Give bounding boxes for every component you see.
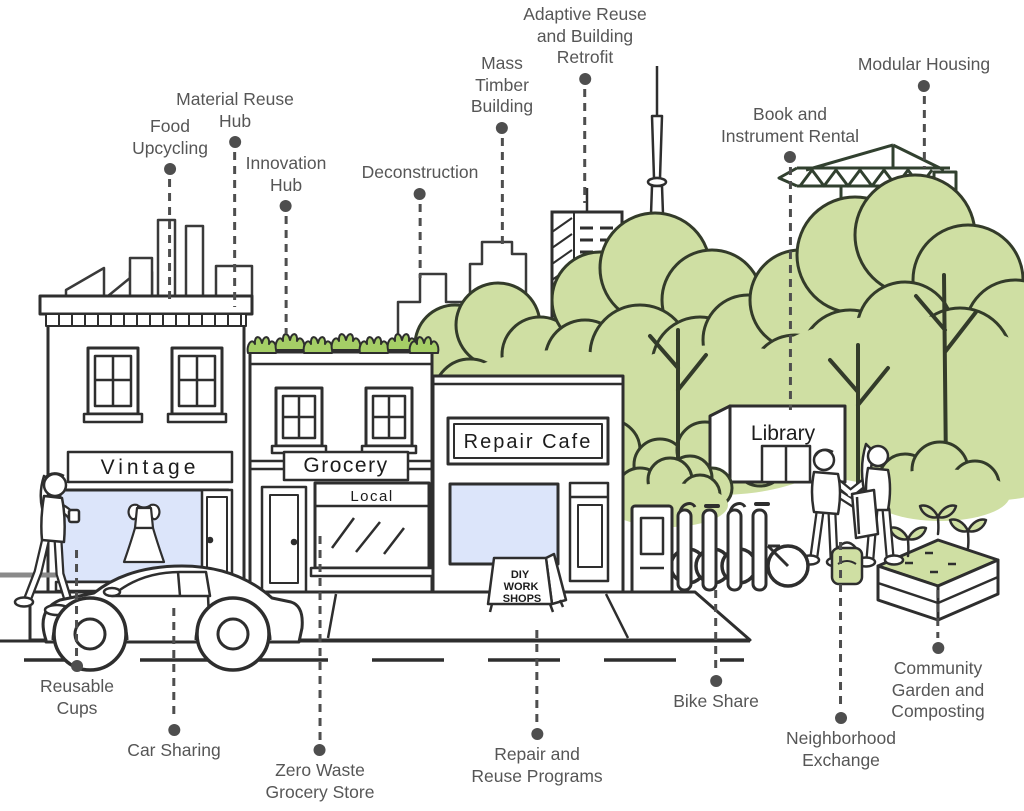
- window: [360, 386, 418, 455]
- label-repair-reuse-programs: Repair and Reuse Programs: [471, 630, 603, 787]
- connector-line: [168, 179, 172, 299]
- connector-dot: [709, 675, 722, 687]
- connector-line: [788, 167, 792, 410]
- handlebar: [678, 502, 697, 513]
- bike-share-kiosk: [630, 504, 674, 596]
- green-roof-plant: [274, 333, 306, 351]
- connector-line: [318, 536, 322, 740]
- label-car-sharing: Car Sharing: [127, 608, 221, 762]
- grocery-sign: Grocery: [303, 454, 388, 477]
- connector-line: [535, 630, 539, 724]
- kiosk-screen: [639, 516, 665, 556]
- repair-cafe-sign: Repair Cafe: [464, 431, 593, 453]
- label-modular-housing: Modular Housing: [858, 54, 990, 168]
- door: [568, 481, 610, 583]
- connector-dot: [917, 79, 930, 92]
- connector-dot: [164, 163, 176, 175]
- community-garden-bed: [876, 538, 1000, 622]
- label-neighborhood-exchange: Neighborhood Exchange: [786, 542, 896, 771]
- reusable-cup: [67, 508, 81, 524]
- green-roof-plant: [302, 336, 334, 354]
- label-book-instrument-rental: Book and Instrument Rental: [721, 104, 859, 410]
- svg-text:SHOPS: SHOPS: [503, 593, 542, 605]
- library-building: [708, 404, 847, 484]
- connector-dot: [579, 72, 591, 85]
- shop-window: [448, 482, 560, 566]
- diy-sign-text: DIY WORK SHOPS: [503, 569, 542, 605]
- people-exchanging: [799, 442, 905, 586]
- label-bike-share: Bike Share: [673, 590, 759, 713]
- label-community-garden: Community Garden and Composting: [891, 590, 985, 723]
- connector-dot: [931, 642, 944, 654]
- garden-sprout: [948, 518, 988, 550]
- label-innovation-hub: Innovation Hub: [246, 153, 326, 334]
- connector-line: [172, 608, 176, 720]
- local-window: [309, 481, 435, 578]
- connector-dot: [496, 121, 508, 134]
- connector-line: [418, 203, 422, 278]
- grocery-building: [248, 350, 435, 604]
- road: [0, 643, 762, 698]
- label-food-upcycling: Food Upcycling: [132, 116, 208, 299]
- connector-line: [75, 550, 79, 656]
- local-sign: Local: [350, 488, 393, 505]
- connector-dot: [314, 744, 326, 756]
- connector-dot: [784, 151, 796, 163]
- svg-text:WORK: WORK: [504, 581, 539, 593]
- door: [260, 485, 308, 594]
- label-deconstruction: Deconstruction: [362, 162, 478, 278]
- connector-line: [284, 216, 288, 334]
- green-roof-plant: [358, 336, 390, 354]
- car-sharing-car: [41, 564, 304, 672]
- label-adaptive-reuse: Adaptive Reuse and Building Retrofit: [523, 4, 647, 203]
- bike-share-station: [630, 502, 810, 596]
- window: [270, 386, 328, 455]
- connector-line: [500, 137, 504, 248]
- handlebar: [728, 502, 747, 513]
- label-material-reuse-hub: Material Reuse Hub: [176, 89, 294, 307]
- connector-dot: [70, 660, 83, 672]
- green-roof-plant: [246, 336, 278, 354]
- connector-line: [922, 95, 926, 168]
- grocery-sign-board: [282, 450, 410, 482]
- connector-dot: [167, 724, 180, 736]
- connector-dot: [228, 136, 241, 148]
- window: [166, 346, 228, 424]
- green-roof-plant: [330, 333, 362, 351]
- connector-dot: [531, 728, 543, 740]
- connector-line: [714, 590, 718, 671]
- diy-workshops-sign: [486, 552, 568, 613]
- pedestrian-with-cup: [13, 472, 83, 610]
- library-sign: Library: [751, 422, 816, 445]
- vintage-sign: Vintage: [101, 456, 200, 479]
- connector-dot: [279, 200, 292, 212]
- connector-line: [936, 590, 940, 638]
- label-mass-timber-building: Mass Timber Building: [471, 53, 533, 248]
- side-mirror: [102, 586, 122, 598]
- connector-dot: [413, 187, 426, 200]
- vintage-building: [38, 294, 254, 604]
- dress-icon: [122, 503, 166, 564]
- repair-cafe-building: [431, 374, 625, 604]
- window: [82, 346, 144, 424]
- connector-line: [583, 88, 587, 203]
- svg-text:DIY: DIY: [511, 569, 530, 581]
- vintage-sign-board: [66, 450, 234, 484]
- connector-dot: [834, 712, 847, 724]
- car-windows: [110, 570, 212, 598]
- connector-line: [839, 542, 843, 708]
- label-zero-waste-grocery: Zero Waste Grocery Store: [266, 536, 374, 803]
- connector-line: [233, 152, 237, 307]
- label-reusable-cups: Reusable Cups: [40, 550, 114, 719]
